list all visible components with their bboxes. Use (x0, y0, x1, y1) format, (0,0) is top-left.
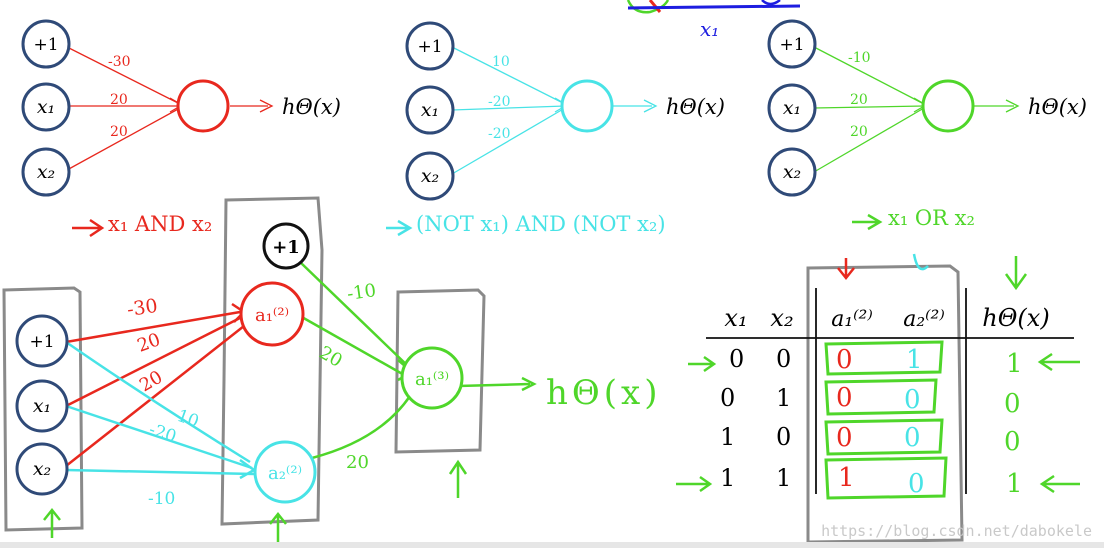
row-4-a2: 0 (908, 469, 925, 499)
nor-weight-x2: -20 (488, 126, 511, 142)
row-2-x2: 1 (776, 384, 791, 412)
nor-x1-node (405, 85, 455, 135)
row-4-x2: 1 (776, 464, 791, 492)
row-3-box (824, 418, 944, 456)
or-x1-label: x₁ (783, 97, 801, 119)
output-node-a3-label: a₁⁽³⁾ (415, 369, 449, 390)
nor-weight-bias: 10 (492, 54, 510, 70)
and-weight-x2: 20 (110, 124, 128, 140)
and-caption: x₁ AND x₂ (108, 212, 213, 236)
table-header-x2: x₂ (770, 304, 793, 332)
nor-x2-label: x₂ (421, 165, 439, 187)
row-2-a2: 0 (904, 385, 921, 415)
annotation-x1: x₁ (700, 17, 719, 41)
bottom-bias-label: +1 (29, 332, 54, 352)
nor-network: +1 x₁ x₂ 10 -20 -20 hΘ(x) (405, 21, 725, 201)
green-weight-bias: -10 (346, 280, 378, 305)
table-header-h: hΘ(x) (982, 304, 1049, 332)
and-network: +1 x₁ x₂ -30 20 20 hΘ(x) (21, 19, 341, 197)
output-node-a3 (400, 346, 464, 410)
nor-output-label: hΘ(x) (666, 95, 725, 119)
bottom-x2-node (15, 442, 69, 496)
row-3-a2: 0 (904, 423, 921, 453)
row-2-h: 0 (1004, 389, 1021, 419)
or-weight-x1: 20 (850, 92, 868, 108)
row-2-a1: 0 (836, 383, 853, 413)
bottom-output-label: hΘ(x) (546, 373, 661, 413)
row-4-h: 1 (1006, 469, 1023, 499)
and-bias-node (21, 19, 71, 69)
row-1-h: 1 (1006, 349, 1023, 379)
nor-caption: (NOT x₁) AND (NOT x₂) (416, 212, 666, 236)
row-3-h: 0 (1004, 427, 1021, 457)
and-weight-bias: -30 (108, 54, 131, 70)
or-weight-bias: -10 (848, 50, 871, 66)
or-bias-label: +1 (779, 35, 804, 55)
green-weight-h2: 20 (346, 452, 369, 473)
bottom-bias2-label: +1 (272, 237, 300, 258)
row-1-x2: 0 (776, 345, 791, 373)
or-caption: x₁ OR x₂ (888, 206, 975, 230)
row-1-box (824, 340, 944, 376)
hidden-node-2 (253, 440, 317, 504)
or-network: +1 x₁ x₂ -10 20 20 hΘ(x) (767, 19, 1087, 197)
table-header-x1: x₁ (724, 304, 747, 332)
nor-output-node (560, 79, 614, 133)
or-x1-node (767, 83, 817, 133)
row-2-x1: 0 (720, 384, 735, 412)
bottom-x1-node (15, 379, 69, 433)
bottom-bias2-node (262, 222, 310, 270)
and-weight-x1: 20 (110, 92, 128, 108)
bottom-network: +1 x₁ x₂ +1 a₁⁽²⁾ a₂⁽²⁾ a₁⁽³⁾ -30 20 20 … (2, 196, 661, 542)
row-4-box (824, 456, 948, 500)
or-bias-node (767, 19, 817, 69)
red-weight-x1: 20 (135, 329, 164, 357)
and-x1-label: x₁ (37, 96, 55, 118)
truth-table: x₁ x₂ a₁⁽²⁾ a₂⁽²⁾ hΘ(x) 0 0 0 1 1 0 1 1 … (676, 253, 1080, 544)
hidden-node-1-label: a₁⁽²⁾ (255, 305, 289, 326)
hidden-layer-box (220, 196, 324, 526)
or-weight-x2: 20 (850, 124, 868, 140)
nor-bias-label: +1 (417, 37, 442, 57)
bottom-bar (0, 542, 1104, 548)
and-output-label: hΘ(x) (282, 95, 341, 119)
bottom-x2-label: x₂ (33, 458, 51, 480)
nor-bias-node (405, 21, 455, 71)
table-header-a1: a₁⁽²⁾ (831, 307, 873, 332)
bottom-bias-node (15, 314, 69, 368)
table-header-a2: a₂⁽²⁾ (903, 307, 945, 332)
row-2-box (824, 378, 938, 416)
hidden-node-2-label: a₂⁽²⁾ (268, 463, 302, 484)
row-3-x1: 1 (720, 423, 735, 451)
and-x2-node (21, 147, 71, 197)
row-1-a1: 0 (836, 345, 853, 375)
caption-arrows (72, 213, 883, 238)
or-output-node (921, 79, 975, 133)
nor-x2-node (405, 151, 455, 201)
red-weight-bias: -30 (126, 295, 159, 321)
and-bias-label: +1 (33, 35, 58, 55)
row-1-x1: 0 (729, 345, 744, 373)
cyan-weight-x2: -10 (148, 489, 175, 509)
top-annotation: x₁ (626, 0, 801, 41)
output-layer-box (394, 288, 486, 454)
or-x2-node (767, 147, 817, 197)
hidden-node-1 (239, 281, 305, 347)
row-3-a1: 0 (836, 423, 853, 453)
bottom-x1-label: x₁ (33, 395, 51, 417)
row-4-a1: 1 (838, 463, 855, 493)
row-3-x2: 0 (776, 423, 791, 451)
and-x2-label: x₂ (37, 161, 55, 183)
nor-weight-x1: -20 (488, 94, 511, 110)
row-1-a2: 1 (906, 345, 923, 375)
or-x2-label: x₂ (783, 161, 801, 183)
and-output-node (176, 79, 230, 133)
and-x1-node (21, 82, 71, 132)
watermark: https://blog.csdn.net/dabokele (821, 522, 1092, 540)
or-output-label: hΘ(x) (1028, 95, 1087, 119)
row-4-x1: 1 (720, 464, 735, 492)
nor-x1-label: x₁ (421, 99, 439, 121)
